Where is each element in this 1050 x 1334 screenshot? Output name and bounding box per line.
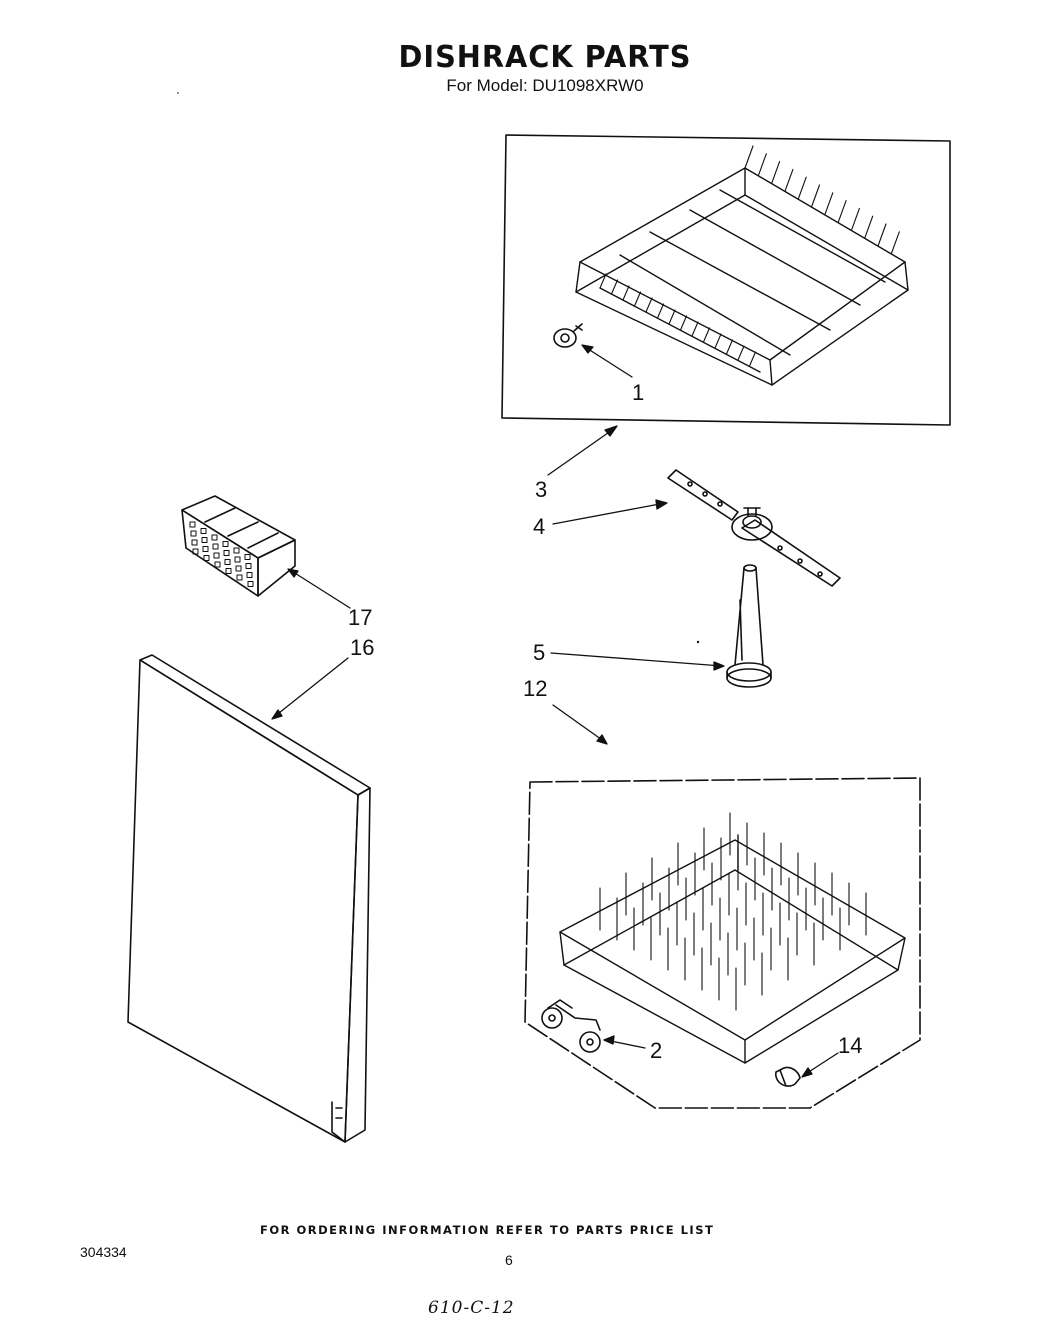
lower-rack-tines [599, 812, 867, 1011]
leader-part-5 [550, 652, 725, 671]
page-number: 6 [505, 1252, 513, 1268]
lower-rack-box [524, 777, 921, 1109]
callout-12: 12 [523, 676, 547, 701]
callout-1: 1 [632, 380, 644, 405]
upper-rack-tines [599, 145, 900, 367]
leader-part-4 [552, 499, 668, 525]
page-title: DISHRACK PARTS [398, 40, 692, 75]
leader-part-3 [547, 425, 618, 476]
ordering-note: FOR ORDERING INFORMATION REFER TO PARTS … [260, 1223, 715, 1237]
document-number: 304334 [80, 1244, 127, 1260]
leader-part-2 [603, 1035, 646, 1049]
upper-rack-box [501, 134, 951, 426]
callout-4: 4 [533, 514, 545, 539]
tine-cap-part-14 [775, 1066, 801, 1087]
model-subtitle: For Model: DU1098XRW0 [446, 76, 644, 95]
lower-rack-drawing [559, 834, 906, 1064]
callout-2: 2 [650, 1038, 662, 1063]
leader-part-1 [581, 344, 633, 378]
callout-5: 5 [533, 640, 545, 665]
callout-16: 16 [350, 635, 374, 660]
spray-arm-part-4 [667, 469, 841, 587]
rack-roller-part-1 [553, 323, 583, 348]
upper-rack-drawing [575, 167, 909, 386]
callout-17: 17 [348, 605, 372, 630]
leader-part-16 [271, 657, 349, 720]
leader-part-17 [287, 568, 351, 609]
lower-rollers-part-2 [541, 999, 601, 1053]
leader-part-14 [801, 1052, 839, 1078]
handwritten-note: 610-C-12 [428, 1298, 515, 1318]
silverware-basket-part-17 [181, 495, 296, 597]
door-panel-part-16 [127, 654, 371, 1143]
spray-tube-part-5 [726, 564, 772, 688]
callout-14: 14 [838, 1033, 862, 1058]
leader-part-12 [552, 704, 608, 745]
callout-3: 3 [535, 477, 547, 502]
